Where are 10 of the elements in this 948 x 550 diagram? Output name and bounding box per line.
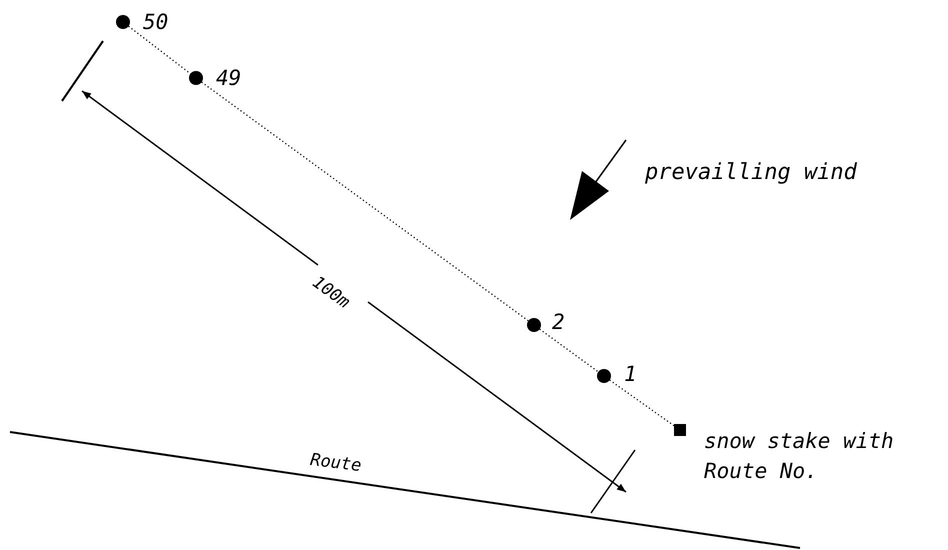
marker-number: 1 (624, 361, 637, 387)
marker-number: 50 (143, 9, 168, 35)
dotted-line (609, 380, 676, 428)
dotted-line (201, 82, 529, 322)
marker-number: 49 (216, 65, 242, 91)
marker-caption: snow stake with Route No. (704, 428, 895, 485)
dotted-line (539, 328, 599, 372)
marker-number: 2 (552, 309, 565, 335)
dotted-line (128, 26, 191, 74)
annotation-text: prevailling wind (645, 160, 857, 186)
